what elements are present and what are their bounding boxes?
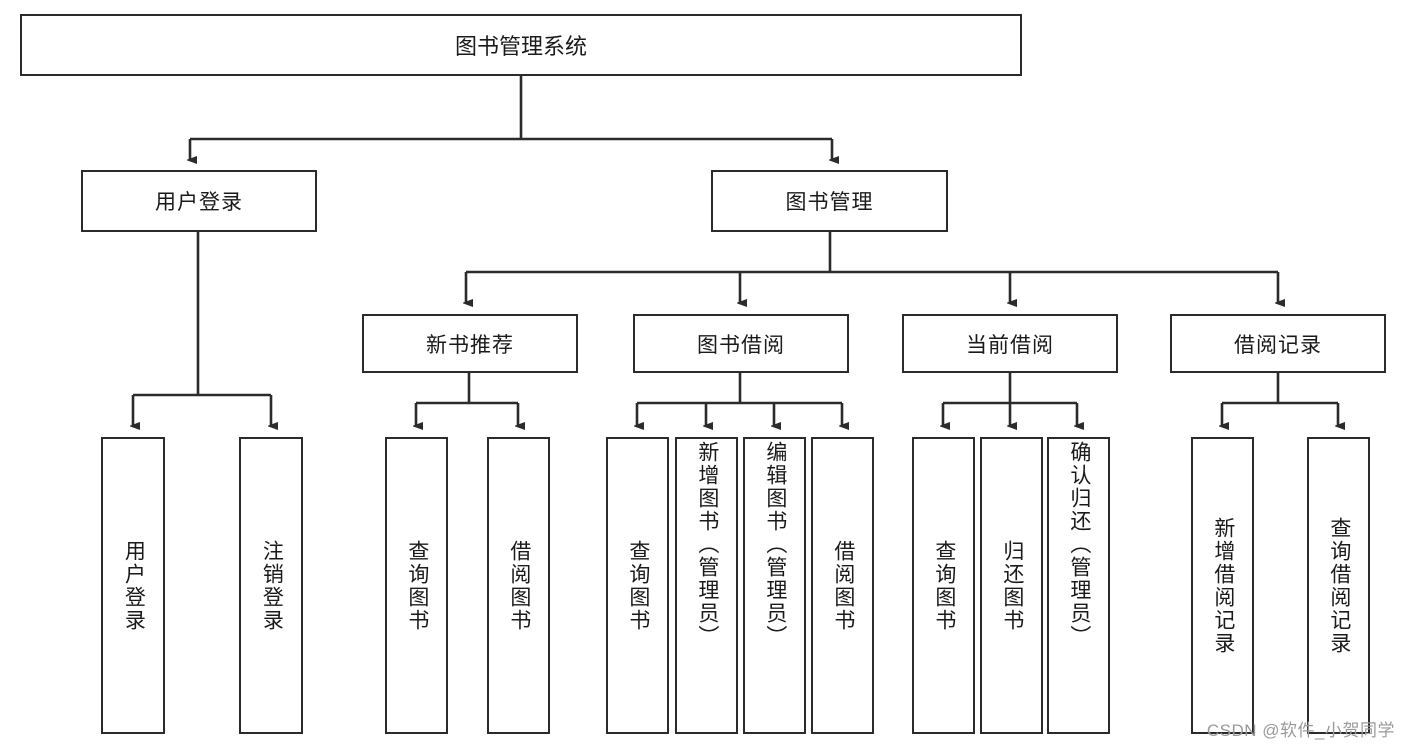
node-user-login-label: 用户登录	[155, 191, 243, 214]
node-new-book-recommend-label: 新书推荐	[426, 333, 514, 357]
node-root[interactable]: 图书管理系统	[20, 14, 1022, 76]
node-book-management[interactable]: 图书管理	[711, 170, 948, 232]
leaf-borrow-book-borrow-label: 借阅图书	[831, 539, 855, 632]
leaf-add-book-admin-label: 新增图书（管理员）	[695, 441, 719, 648]
leaf-edit-book-admin-label: 编辑图书（管理员）	[763, 441, 787, 648]
watermark: CSDN @软件_小贺同学	[1206, 721, 1395, 740]
node-user-login[interactable]: 用户登录	[81, 170, 317, 232]
node-book-borrow[interactable]: 图书借阅	[633, 314, 849, 373]
node-current-borrow[interactable]: 当前借阅	[902, 314, 1118, 373]
leaf-add-borrow-record-label: 新增借阅记录	[1211, 516, 1235, 655]
leaf-logout-label: 注销登录	[260, 539, 284, 632]
leaf-search-book-rec-label: 查询图书	[405, 539, 429, 632]
leaf-add-borrow-record[interactable]: 新增借阅记录	[1191, 437, 1254, 734]
node-current-borrow-label: 当前借阅	[966, 333, 1054, 357]
leaf-add-book-admin[interactable]: 新增图书（管理员）	[675, 437, 738, 734]
leaf-search-book-current[interactable]: 查询图书	[912, 437, 975, 734]
leaf-confirm-return-admin-label: 确认归还（管理员）	[1067, 441, 1091, 648]
leaf-search-borrow-record[interactable]: 查询借阅记录	[1307, 437, 1370, 734]
leaf-logout[interactable]: 注销登录	[239, 437, 303, 734]
leaf-return-book-label: 归还图书	[1000, 539, 1024, 632]
leaf-confirm-return-admin[interactable]: 确认归还（管理员）	[1047, 437, 1110, 734]
leaf-search-book-borrow[interactable]: 查询图书	[606, 437, 669, 734]
node-book-borrow-label: 图书借阅	[697, 333, 785, 357]
leaf-search-book-borrow-label: 查询图书	[626, 539, 650, 632]
node-book-management-label: 图书管理	[785, 191, 874, 214]
leaf-search-borrow-record-label: 查询借阅记录	[1327, 516, 1351, 655]
leaf-search-book-current-label: 查询图书	[932, 539, 956, 632]
node-root-label: 图书管理系统	[454, 34, 587, 59]
leaf-borrow-book-rec[interactable]: 借阅图书	[487, 437, 550, 734]
node-new-book-recommend[interactable]: 新书推荐	[362, 314, 578, 373]
node-borrow-records-label: 借阅记录	[1234, 333, 1322, 357]
leaf-borrow-book-rec-label: 借阅图书	[507, 539, 531, 632]
leaf-user-login-label: 用户登录	[122, 539, 146, 632]
leaf-edit-book-admin[interactable]: 编辑图书（管理员）	[743, 437, 806, 734]
leaf-return-book[interactable]: 归还图书	[980, 437, 1043, 734]
leaf-borrow-book-borrow[interactable]: 借阅图书	[811, 437, 874, 734]
leaf-user-login[interactable]: 用户登录	[101, 437, 165, 734]
node-borrow-records[interactable]: 借阅记录	[1170, 314, 1386, 373]
leaf-search-book-rec[interactable]: 查询图书	[385, 437, 448, 734]
